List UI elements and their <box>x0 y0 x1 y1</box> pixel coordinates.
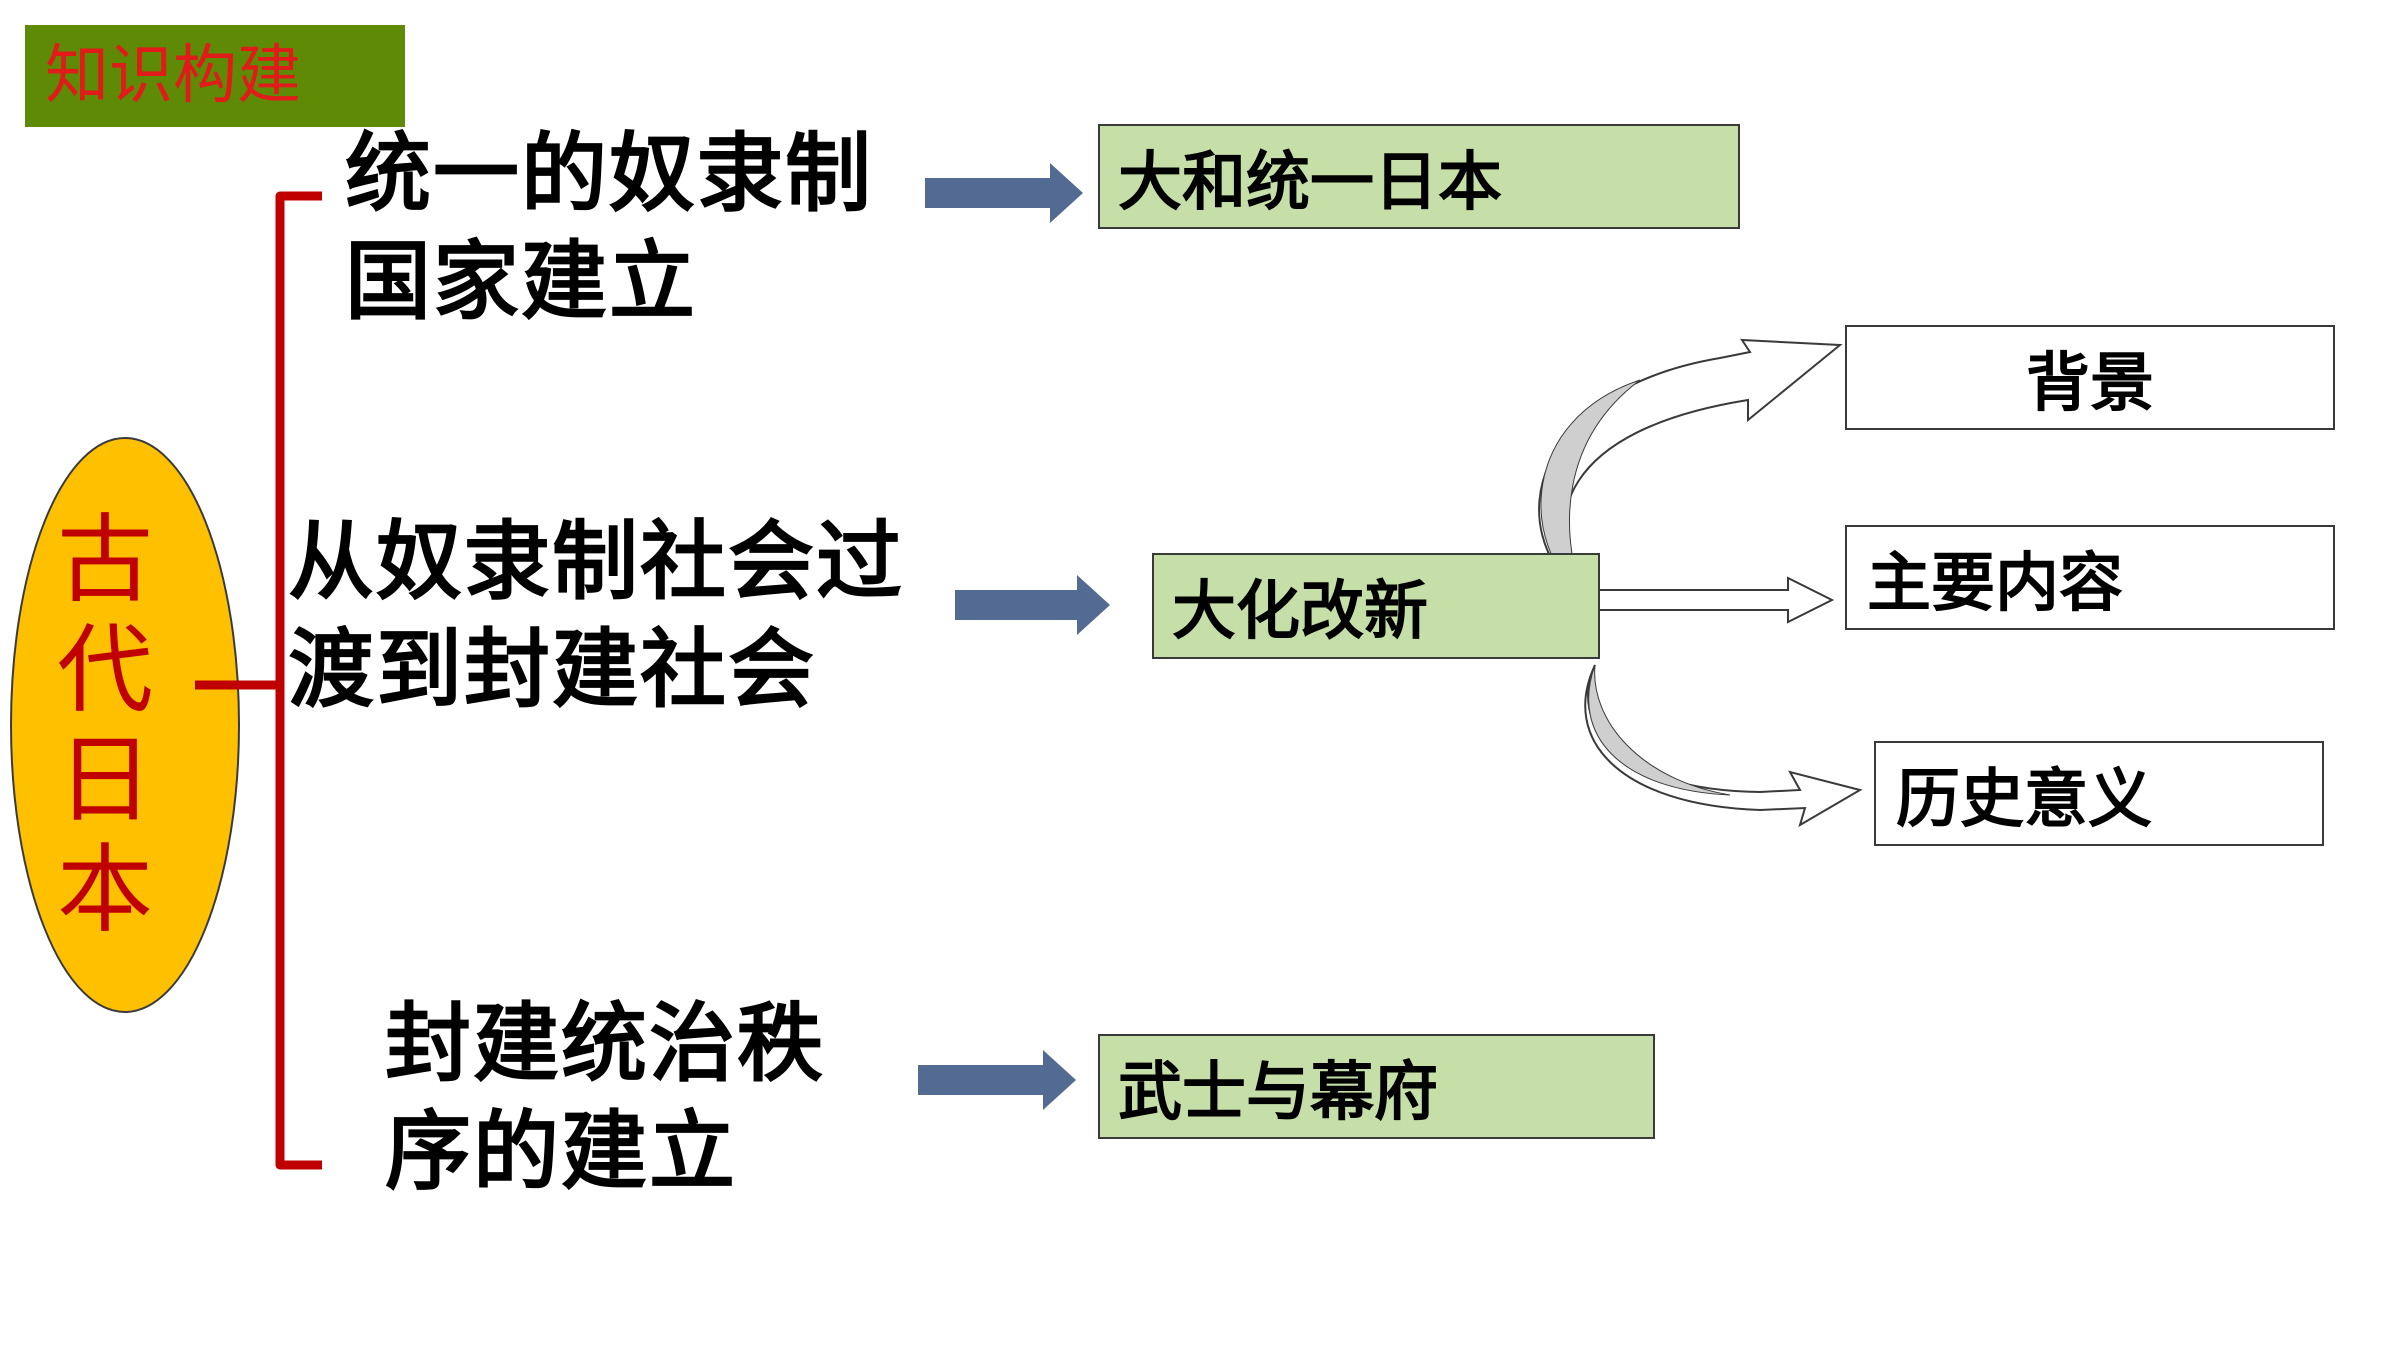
detail-box-content: 主要内容 <box>1845 525 2335 630</box>
arrow-branch-3 <box>918 1050 1076 1110</box>
branch-1-line-1: 统一的奴隶制 <box>345 124 873 224</box>
arrow-branch-1 <box>925 163 1083 223</box>
branch-1-text: 统一的奴隶制 国家建立 <box>345 120 873 336</box>
branch-brace <box>195 191 322 1170</box>
arrow-to-content <box>1594 576 1835 624</box>
branch-1-line-2: 国家建立 <box>345 232 697 332</box>
branch-3-text: 封建统治秩 序的建立 <box>385 990 825 1206</box>
branch-3-line-1: 封建统治秩 <box>385 994 825 1094</box>
branch-2-line-2: 渡到封建社会 <box>288 620 816 720</box>
arrow-branch-2 <box>955 575 1110 635</box>
section-tag: 知识构建 <box>25 25 405 127</box>
branch-2-line-1: 从奴隶制社会过 <box>288 512 904 612</box>
branch-2-text: 从奴隶制社会过 渡到封建社会 <box>288 508 904 724</box>
root-label: 古代日本 <box>57 504 153 946</box>
detail-box-significance: 历史意义 <box>1874 741 2324 846</box>
root-ellipse <box>10 437 240 1013</box>
detail-box-background: 背景 <box>1845 325 2335 430</box>
result-box-1: 大和统一日本 <box>1098 124 1740 229</box>
curved-arrow-shade <box>1540 379 1641 597</box>
curved-arrow-shade-2 <box>1588 664 1731 796</box>
result-box-3: 武士与幕府 <box>1098 1034 1655 1139</box>
result-box-2: 大化改新 <box>1152 553 1600 659</box>
branch-3-line-2: 序的建立 <box>385 1102 737 1202</box>
